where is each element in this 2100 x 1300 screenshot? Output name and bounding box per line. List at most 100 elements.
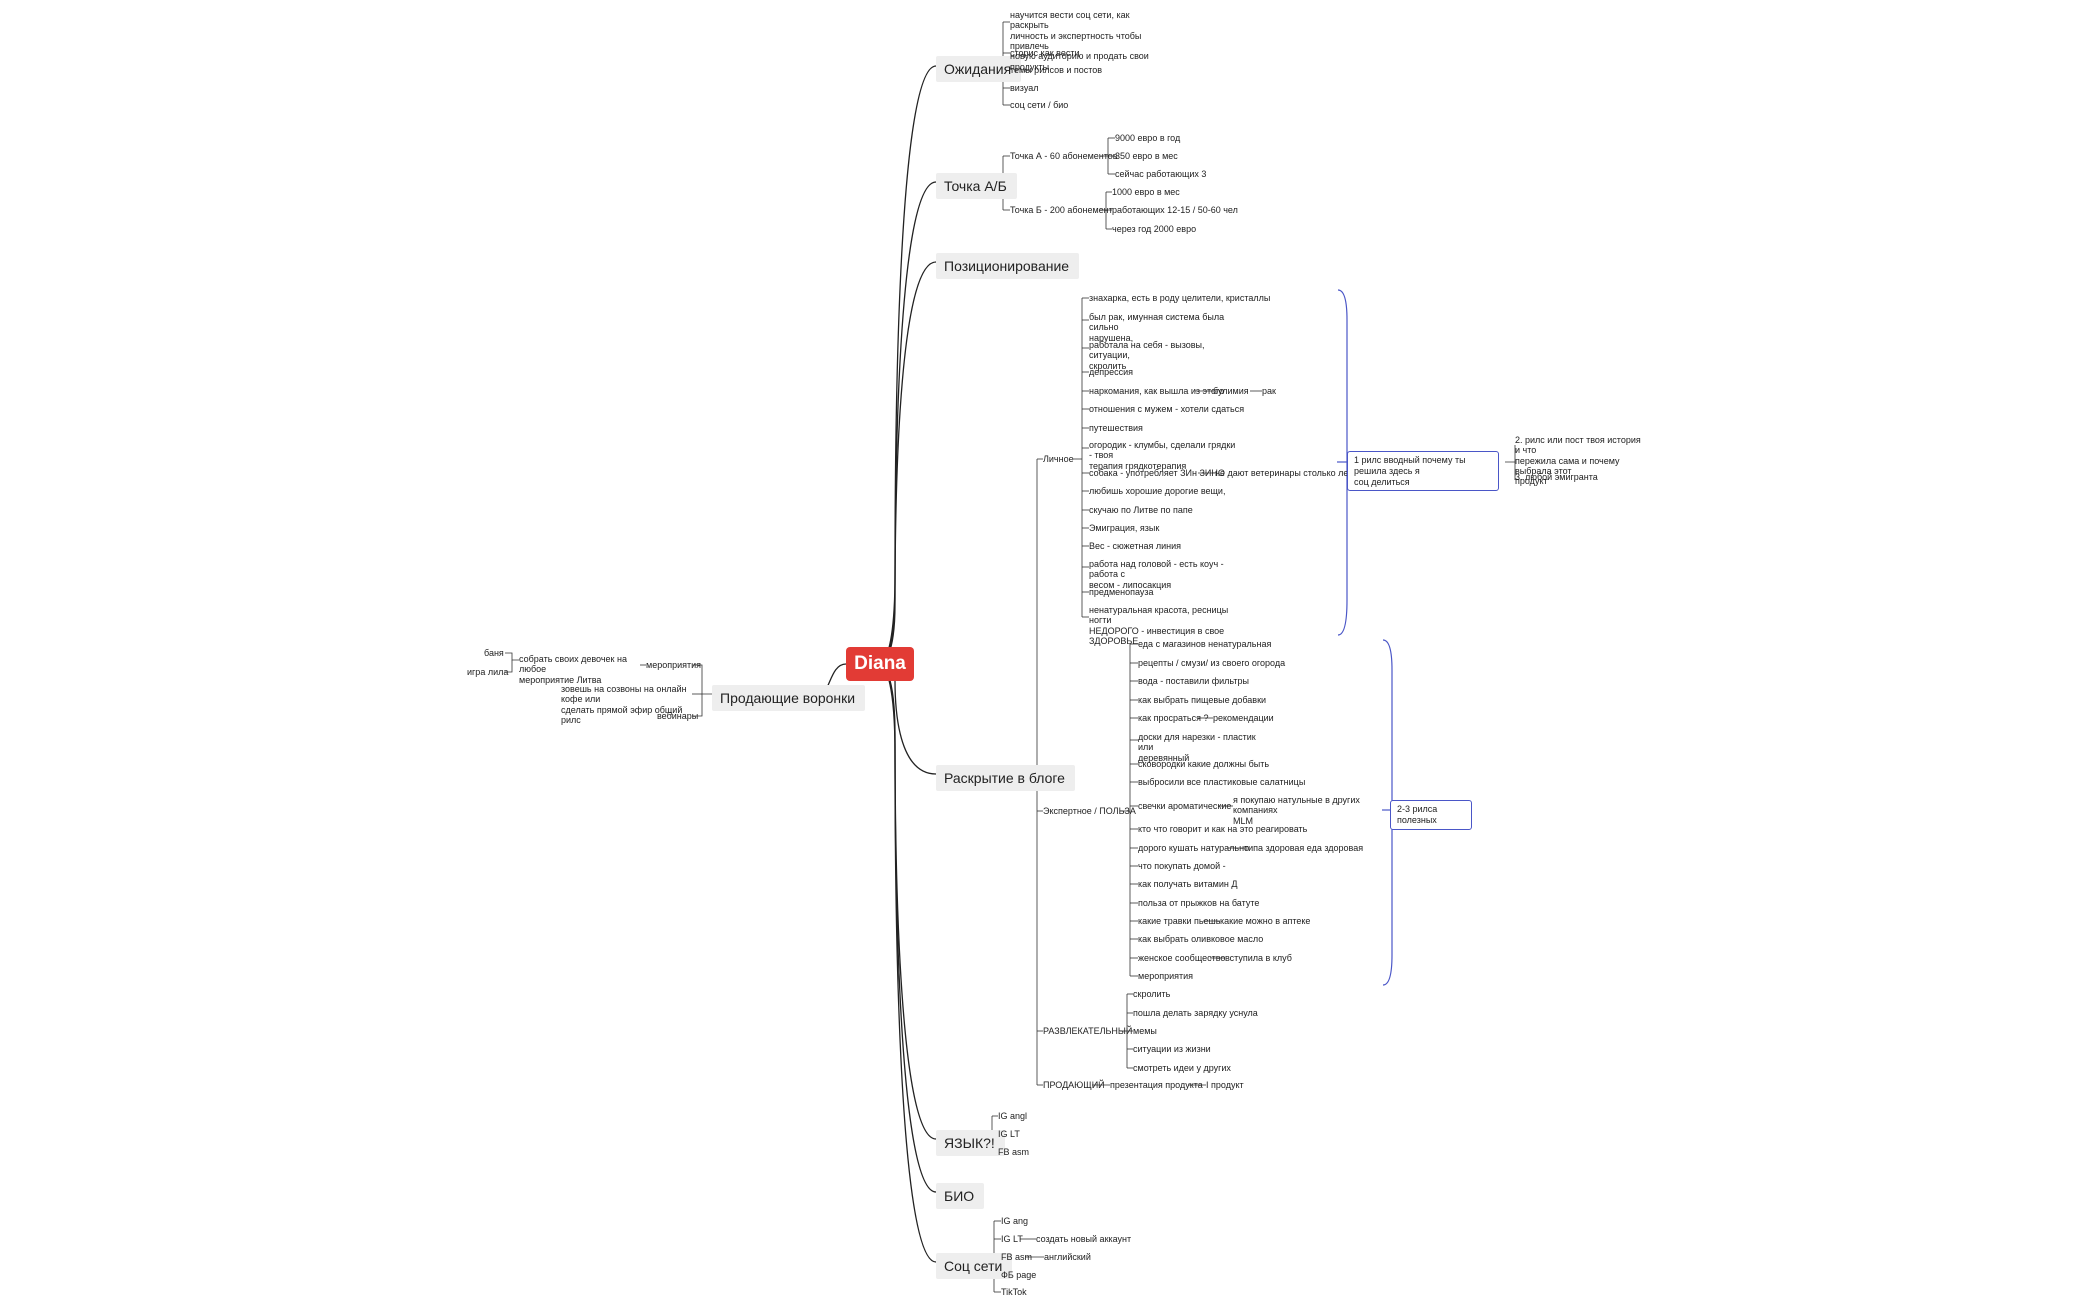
expert-item[interactable]: как выбрать пищевые добавки — [1138, 695, 1267, 705]
entertaining-item[interactable]: мемы — [1133, 1026, 1157, 1036]
expert-item[interactable]: какие травки пьешь — [1138, 916, 1221, 926]
personal-item[interactable]: знахарка, есть в роду целители, кристалл… — [1089, 293, 1271, 303]
personal-item[interactable]: предменопауза — [1089, 587, 1154, 597]
social-item[interactable]: TikTok — [1001, 1287, 1027, 1297]
expectation-item[interactable]: научится вести соц сети, как раскрыть ли… — [1010, 10, 1149, 72]
funnel-webinars[interactable]: вебинары — [657, 711, 699, 721]
expert-item[interactable]: еда с магазинов ненатуральная — [1138, 639, 1272, 649]
expectation-item[interactable]: сторис как вести — [1010, 48, 1080, 58]
expert-item[interactable]: как получать витамин Д — [1138, 879, 1238, 889]
personal-summary[interactable]: 1 рилс вводный почему ты решила здесь я … — [1347, 451, 1499, 492]
expectation-item[interactable]: визуал — [1010, 83, 1039, 93]
language-item[interactable]: FB asm — [998, 1147, 1030, 1157]
social-item[interactable]: ФБ page — [1001, 1270, 1037, 1280]
personal-item[interactable]: наркомания, как вышла из этого — [1089, 386, 1225, 396]
point-a-item[interactable]: 350 евро в мес — [1115, 151, 1178, 161]
personal-bulimia[interactable]: булимия — [1213, 386, 1249, 396]
branch-expectations[interactable]: Ожидания — [936, 56, 1022, 82]
social-english[interactable]: английский — [1044, 1252, 1091, 1262]
point-b-item[interactable]: через год 2000 евро — [1112, 224, 1197, 234]
personal-item[interactable]: был рак, имунная система была сильно нар… — [1089, 312, 1225, 343]
expert-item[interactable]: сковородки какие должны быть — [1138, 759, 1270, 769]
entertaining-item[interactable]: ситуации из жизни — [1133, 1044, 1211, 1054]
selling-product[interactable]: I продукт — [1206, 1080, 1244, 1090]
entertaining-item[interactable]: скролить — [1133, 989, 1171, 999]
connector-line — [1505, 445, 1516, 480]
connector-line — [879, 663, 937, 1193]
personal-summary-child[interactable]: 2. рилс или пост твоя история и что пере… — [1515, 435, 1641, 487]
blog-entertaining[interactable]: РАЗВЛЕКАТЕЛЬНЫЙ — [1043, 1026, 1133, 1036]
expert-item[interactable]: женское сообщество — [1138, 953, 1226, 963]
expert-item[interactable]: дорого кушать натурально — [1138, 843, 1250, 853]
expert-healthy-food[interactable]: типа здоровая еда здоровая — [1244, 843, 1364, 853]
expert-club[interactable]: вступила в клуб — [1225, 953, 1292, 963]
expectation-item[interactable]: темы рилсов и постов — [1010, 65, 1103, 75]
personal-item[interactable]: депрессия — [1089, 367, 1134, 377]
expert-item[interactable]: польза от прыжков на батуте — [1138, 898, 1260, 908]
branch-blog[interactable]: Раскрытие в блоге — [936, 765, 1075, 791]
personal-item[interactable]: ненатуральная красота, ресницы ногти НЕД… — [1089, 605, 1229, 647]
expert-item[interactable]: выбросили все пластиковые салатницы — [1138, 777, 1306, 787]
funnel-bath[interactable]: баня — [484, 648, 504, 658]
language-item[interactable]: IG LT — [998, 1129, 1020, 1139]
branch-point-ab[interactable]: Точка А/Б — [936, 173, 1017, 199]
personal-cancer[interactable]: рак — [1262, 386, 1276, 396]
expert-summary[interactable]: 2-3 рилса полезных — [1390, 800, 1472, 830]
point-b[interactable]: Точка Б - 200 абонемент — [1010, 205, 1113, 215]
expert-item[interactable]: как выбрать оливковое масло — [1138, 934, 1264, 944]
blog-selling[interactable]: ПРОДАЮЩИЙ — [1043, 1080, 1105, 1090]
expert-item[interactable]: мероприятия — [1138, 971, 1194, 981]
expert-item[interactable]: кто что говорит и как на это реагировать — [1138, 824, 1308, 834]
entertaining-item[interactable]: пошла делать зарядку уснула — [1133, 1008, 1258, 1018]
branch-funnels[interactable]: Продающие воронки — [712, 685, 866, 711]
point-b-item[interactable]: работающих 12-15 / 50-60 чел — [1112, 205, 1238, 215]
blog-personal[interactable]: Личное — [1043, 454, 1074, 464]
social-new-account[interactable]: создать новый аккаунт — [1036, 1234, 1132, 1244]
branch-bio[interactable]: БИО — [936, 1183, 985, 1209]
expert-item[interactable]: вода - поставили фильтры — [1138, 676, 1250, 686]
blog-expert[interactable]: Экспертное / ПОЛЬЗА — [1043, 806, 1136, 816]
social-item[interactable]: IG ang — [1001, 1216, 1029, 1226]
social-item[interactable]: IG LT — [1001, 1234, 1023, 1244]
branch-language[interactable]: ЯЗЫК?! — [936, 1130, 1005, 1156]
personal-item[interactable]: путешествия — [1089, 423, 1143, 433]
connector-line — [879, 181, 937, 665]
personal-item[interactable]: любишь хорошие дорогие вещи, — [1089, 486, 1226, 496]
selling-presentation[interactable]: презентация продукта — [1110, 1080, 1203, 1090]
point-a-item[interactable]: сейчас работающих 3 — [1115, 169, 1207, 179]
funnel-lila[interactable]: игра лила — [467, 667, 509, 677]
personal-item[interactable]: отношения с мужем - хотели сдаться — [1089, 404, 1245, 414]
branch-positioning[interactable]: Позиционирование — [936, 253, 1080, 279]
social-item[interactable]: FB asm — [1001, 1252, 1033, 1262]
personal-item[interactable]: Вес - сюжетная линия — [1089, 541, 1182, 551]
connector-line — [879, 261, 937, 665]
point-b-item[interactable]: 1000 евро в мес — [1112, 187, 1180, 197]
expert-natural-candles[interactable]: я покупаю натульные в других компаниях M… — [1233, 795, 1360, 826]
point-a[interactable]: Точка А - 60 абонементов — [1010, 151, 1118, 161]
expert-pharmacy[interactable]: какие можно в аптеке — [1220, 916, 1311, 926]
personal-item[interactable]: огородик - клумбы, сделали грядки - твоя… — [1089, 440, 1236, 471]
expert-item[interactable]: что покупать домой - — [1138, 861, 1226, 871]
personal-item[interactable]: работала на себя - вызовы, ситуации, скр… — [1089, 340, 1205, 371]
branch-social[interactable]: Соц сети — [936, 1253, 1013, 1279]
personal-item[interactable]: работа над головой - есть коуч - работа … — [1089, 559, 1224, 590]
personal-summary-child[interactable]: 3. любой эмигранта — [1515, 472, 1598, 482]
point-a-item[interactable]: 9000 евро в год — [1115, 133, 1181, 143]
expert-item[interactable]: рецепты / смузи/ из своего огорода — [1138, 658, 1286, 668]
expert-item[interactable]: свечки ароматические — [1138, 801, 1232, 811]
funnel-calls[interactable]: зовешь на созвоны на онлайн кофе или сде… — [561, 684, 687, 726]
entertaining-item[interactable]: смотреть идеи у других — [1133, 1063, 1231, 1073]
personal-item[interactable]: собака - употребляет ЗИн ЗИНО — [1089, 468, 1225, 478]
expert-item[interactable]: доски для нарезки - пластик или деревянн… — [1138, 732, 1256, 763]
funnel-gather[interactable]: собрать своих девочек на любое мероприят… — [519, 654, 627, 685]
expert-recommendations[interactable]: рекомендации — [1213, 713, 1274, 723]
expert-item[interactable]: как просраться ? — [1138, 713, 1209, 723]
funnel-events[interactable]: мероприятия — [646, 660, 702, 670]
expectation-item[interactable]: соц сети / био — [1010, 100, 1069, 110]
language-item[interactable]: IG angl — [998, 1111, 1028, 1121]
personal-veterinarians[interactable]: не дают ветеринары столько лет — [1215, 468, 1353, 478]
root-node[interactable]: Diana — [846, 647, 914, 681]
personal-item[interactable]: скучаю по Литве по папе — [1089, 505, 1193, 515]
personal-item[interactable]: Эмиграция, язык — [1089, 523, 1160, 533]
